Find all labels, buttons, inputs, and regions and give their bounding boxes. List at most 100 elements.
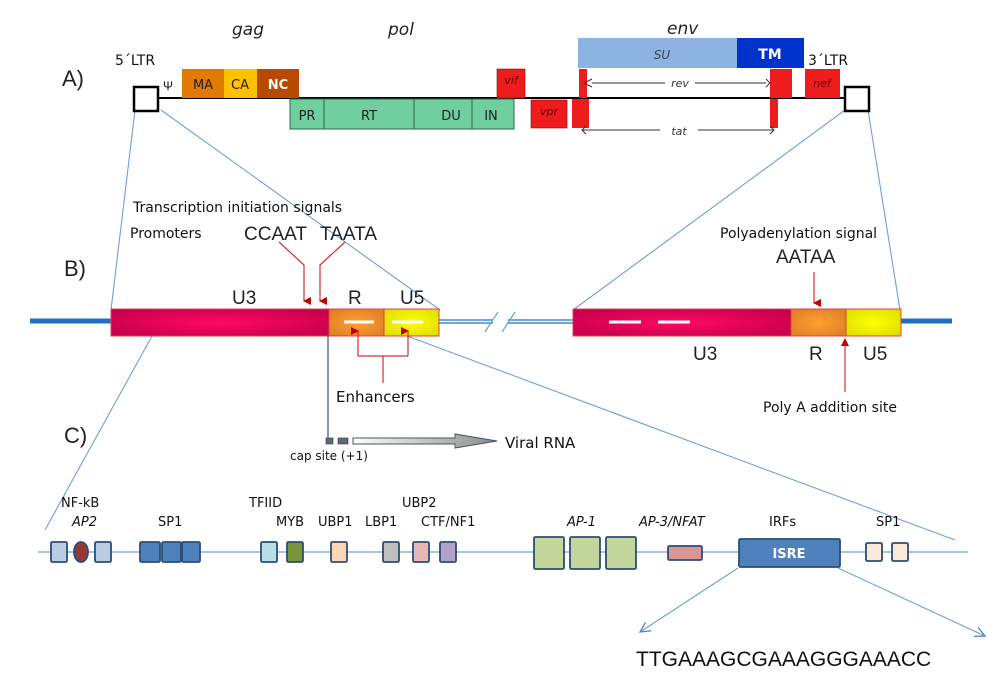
- tat-label: tat: [671, 125, 687, 138]
- label-ap1: AP-1: [566, 515, 596, 530]
- cap-marker-1: [325, 437, 334, 445]
- label-ubp1: UBP1: [318, 515, 353, 530]
- taata-box-label: TAATA: [320, 224, 377, 245]
- site-ctf-nf1[interactable]: [439, 541, 457, 563]
- tf-binding-sites[interactable]: [50, 536, 909, 570]
- site-ap2[interactable]: [73, 541, 89, 563]
- label-sp1-b: SP1: [876, 515, 900, 530]
- pol-in-label: IN: [484, 109, 498, 124]
- ltr3-u3-label: U3: [693, 344, 717, 365]
- ltr5-label: 5´LTR: [115, 53, 155, 69]
- site-ap1-3[interactable]: [605, 536, 637, 570]
- gene-label-pol: pol: [387, 20, 414, 40]
- ltr3-r-region[interactable]: [790, 308, 847, 337]
- vpr-label: vpr: [540, 105, 559, 118]
- rev-exon2[interactable]: [770, 69, 792, 98]
- gag-ca-label: CA: [231, 78, 249, 93]
- pol-rt-label: RT: [361, 109, 377, 124]
- vpr-box[interactable]: [530, 99, 568, 129]
- tat-exon2[interactable]: [770, 99, 778, 128]
- dna-strand: [30, 318, 952, 324]
- ltr5-u3-region[interactable]: [110, 308, 330, 337]
- transcription-signals-label: Transcription initiation signals: [132, 200, 342, 216]
- connector-3ltr-right: [867, 109, 901, 311]
- site-nfkb-2[interactable]: [94, 541, 112, 563]
- break-symbol: [484, 311, 516, 333]
- pol-du-label: DU: [441, 109, 461, 124]
- viral-rna-arrow: [352, 433, 498, 449]
- site-ap1-2[interactable]: [569, 536, 601, 570]
- ltr5-box[interactable]: [132, 85, 160, 113]
- gag-ma-label: MA: [193, 78, 213, 93]
- env-tm-box[interactable]: [737, 38, 804, 68]
- site-sp1-1[interactable]: [139, 541, 161, 563]
- site-ubp1[interactable]: [330, 541, 348, 563]
- label-ap3-nfat: AP-3/NFAT: [638, 515, 706, 530]
- isre-label: ISRE: [772, 547, 805, 562]
- ltr3-r-label: R: [809, 344, 823, 365]
- ltr-5prime-detail[interactable]: [110, 308, 440, 337]
- connector-isre-left: [640, 567, 739, 632]
- viral-rna-label: Viral RNA: [505, 434, 576, 452]
- label-myb: MYB: [276, 515, 304, 530]
- vif-box[interactable]: [496, 68, 526, 99]
- env-su-label: SU: [654, 48, 671, 62]
- connector-5ltr-left: [110, 109, 136, 311]
- site-sp1-b-2[interactable]: [891, 542, 909, 562]
- site-tfiid[interactable]: [260, 541, 278, 563]
- panel-label-a: A): [62, 66, 84, 91]
- connector-3ltr-left: [572, 109, 846, 311]
- ltr3-box[interactable]: [843, 85, 871, 113]
- site-sp1-3[interactable]: [181, 541, 201, 563]
- rev-arrow-head: [765, 78, 771, 88]
- poly-a-site-label: Poly A addition site: [763, 400, 897, 416]
- site-ubp2[interactable]: [412, 541, 430, 563]
- site-sp1-2[interactable]: [161, 541, 182, 563]
- env-gene[interactable]: SU TM: [578, 38, 804, 68]
- gene-label-gag: gag: [232, 20, 264, 40]
- ltr-3prime-detail[interactable]: [572, 308, 902, 337]
- gag-nc-label: NC: [268, 78, 288, 93]
- label-lbp1: LBP1: [365, 515, 397, 530]
- pol-gene[interactable]: PR RT DU IN: [289, 98, 515, 130]
- label-sp1-a: SP1: [158, 515, 182, 530]
- pol-rt-box[interactable]: [323, 98, 415, 130]
- connector-isre-right: [837, 567, 985, 636]
- site-nfkb-1[interactable]: [50, 541, 68, 563]
- tat-exon1[interactable]: [572, 99, 589, 128]
- tf-labels: NF-kB AP2 SP1 TFIID MYB UBP1 LBP1 UBP2 C…: [61, 496, 900, 530]
- pol-pr-label: PR: [299, 109, 316, 124]
- gag-gene[interactable]: MA CA NC: [182, 69, 299, 98]
- panel-label-b: B): [64, 256, 86, 281]
- site-ap3-nfat[interactable]: [667, 545, 703, 561]
- site-myb[interactable]: [286, 541, 304, 563]
- gene-label-env: env: [667, 19, 699, 39]
- ltr3-u5-label: U5: [863, 344, 887, 365]
- gag-ca-box[interactable]: [224, 69, 257, 98]
- site-sp1-b-1[interactable]: [865, 542, 883, 562]
- ltr3-u5-region[interactable]: [845, 308, 902, 337]
- label-nfkb: NF-kB: [61, 496, 99, 511]
- connector-u3-right: [406, 335, 956, 541]
- gag-nc-box[interactable]: [257, 69, 299, 98]
- gag-ma-box[interactable]: [182, 69, 224, 98]
- ccaat-arrow: [278, 241, 311, 305]
- cap-marker-2: [337, 437, 349, 445]
- aataa-label: AATAA: [776, 247, 836, 268]
- break-slash-1: [484, 311, 499, 333]
- vif-label: vif: [504, 74, 520, 87]
- site-isre[interactable]: [738, 538, 841, 568]
- tat-arrow-heads: [581, 125, 775, 135]
- connector-5ltr-right: [160, 109, 441, 311]
- nef-box[interactable]: [805, 69, 840, 98]
- env-su-box[interactable]: [578, 38, 737, 68]
- rev-exon1[interactable]: [579, 69, 587, 98]
- pol-in-box[interactable]: [471, 98, 515, 130]
- label-ap2: AP2: [71, 515, 97, 530]
- site-lbp1[interactable]: [382, 541, 400, 563]
- polyadenylation-label: Polyadenylation signal: [720, 226, 877, 242]
- site-ap1-1[interactable]: [533, 536, 565, 570]
- ltr3-label: 3´LTR: [808, 53, 848, 69]
